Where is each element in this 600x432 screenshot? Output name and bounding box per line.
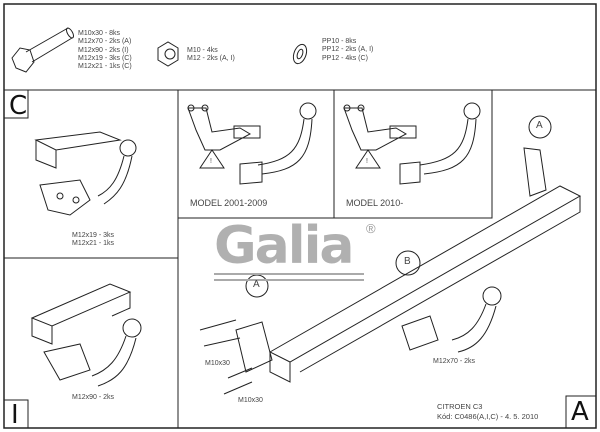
- bolt-item: M12x21 - 1ks (C): [78, 63, 132, 71]
- model2-frame: [333, 89, 493, 219]
- model1-drawing: [187, 102, 317, 185]
- model2-label: MODEL 2010-: [346, 198, 404, 208]
- callout-b: [395, 250, 421, 276]
- nut-item: M10 - 4ks: [187, 47, 218, 54]
- callout-a-label: A: [536, 120, 543, 131]
- callout-a-top: [528, 115, 552, 139]
- bolt-item: M12x90 - 2ks (I): [78, 46, 129, 54]
- nut-icon: [157, 41, 179, 67]
- c-assembly-drawing: [34, 131, 137, 216]
- registered-mark: ®: [366, 221, 376, 236]
- bolt-item: M12x19 - 3ks (C): [78, 54, 132, 62]
- a-note-left: M10x30: [205, 360, 230, 367]
- main-assembly-drawing: [199, 147, 582, 395]
- callout-b-label: B: [404, 256, 411, 267]
- panel-label-c: C: [9, 91, 28, 121]
- washer-item: PP12 - 4ks (C): [322, 54, 368, 62]
- i-assembly-drawing: [30, 283, 142, 387]
- callout-a-label: A: [253, 279, 260, 290]
- i-label-box: [3, 399, 29, 429]
- a-note-right: M12x70 - 2ks: [433, 358, 476, 365]
- bolt-item: M12x70 - 2ks (A): [78, 38, 132, 46]
- model1-label: MODEL 2001-2009: [190, 198, 268, 208]
- bolt-item: M10x30 - 8ks: [78, 30, 121, 37]
- washer-icon: [292, 43, 308, 65]
- washer-item: PP12 - 2ks (A, I): [322, 46, 374, 54]
- model2-drawing: [343, 102, 481, 185]
- c-note: M12x19 - 3ks: [72, 232, 115, 239]
- warning-icon: !: [210, 158, 212, 165]
- nut-item: M12 - 2ks (A, I): [187, 55, 235, 63]
- vehicle-name: CITROEN C3: [437, 402, 483, 411]
- warning-icon: !: [366, 158, 368, 165]
- c-note: M12x21 - 1ks: [72, 240, 115, 248]
- a-label-box: [565, 395, 597, 429]
- callout-a-left: [245, 274, 269, 298]
- panel-label-a: A: [571, 397, 589, 427]
- i-note: M12x90 - 2ks: [72, 394, 115, 401]
- logo-underline: [214, 273, 364, 281]
- washer-item: PP10 - 8ks: [322, 38, 357, 45]
- a-note-left: M10x30: [238, 397, 263, 404]
- outer-frame: [3, 3, 597, 429]
- c-label-box: [3, 89, 29, 119]
- bolt-icon: [11, 27, 74, 73]
- galia-logo: Galia: [214, 216, 355, 276]
- panel-label-i: I: [11, 400, 19, 430]
- drawing-code: Kód: C0486(A,I,C) - 4. 5. 2010: [437, 412, 539, 421]
